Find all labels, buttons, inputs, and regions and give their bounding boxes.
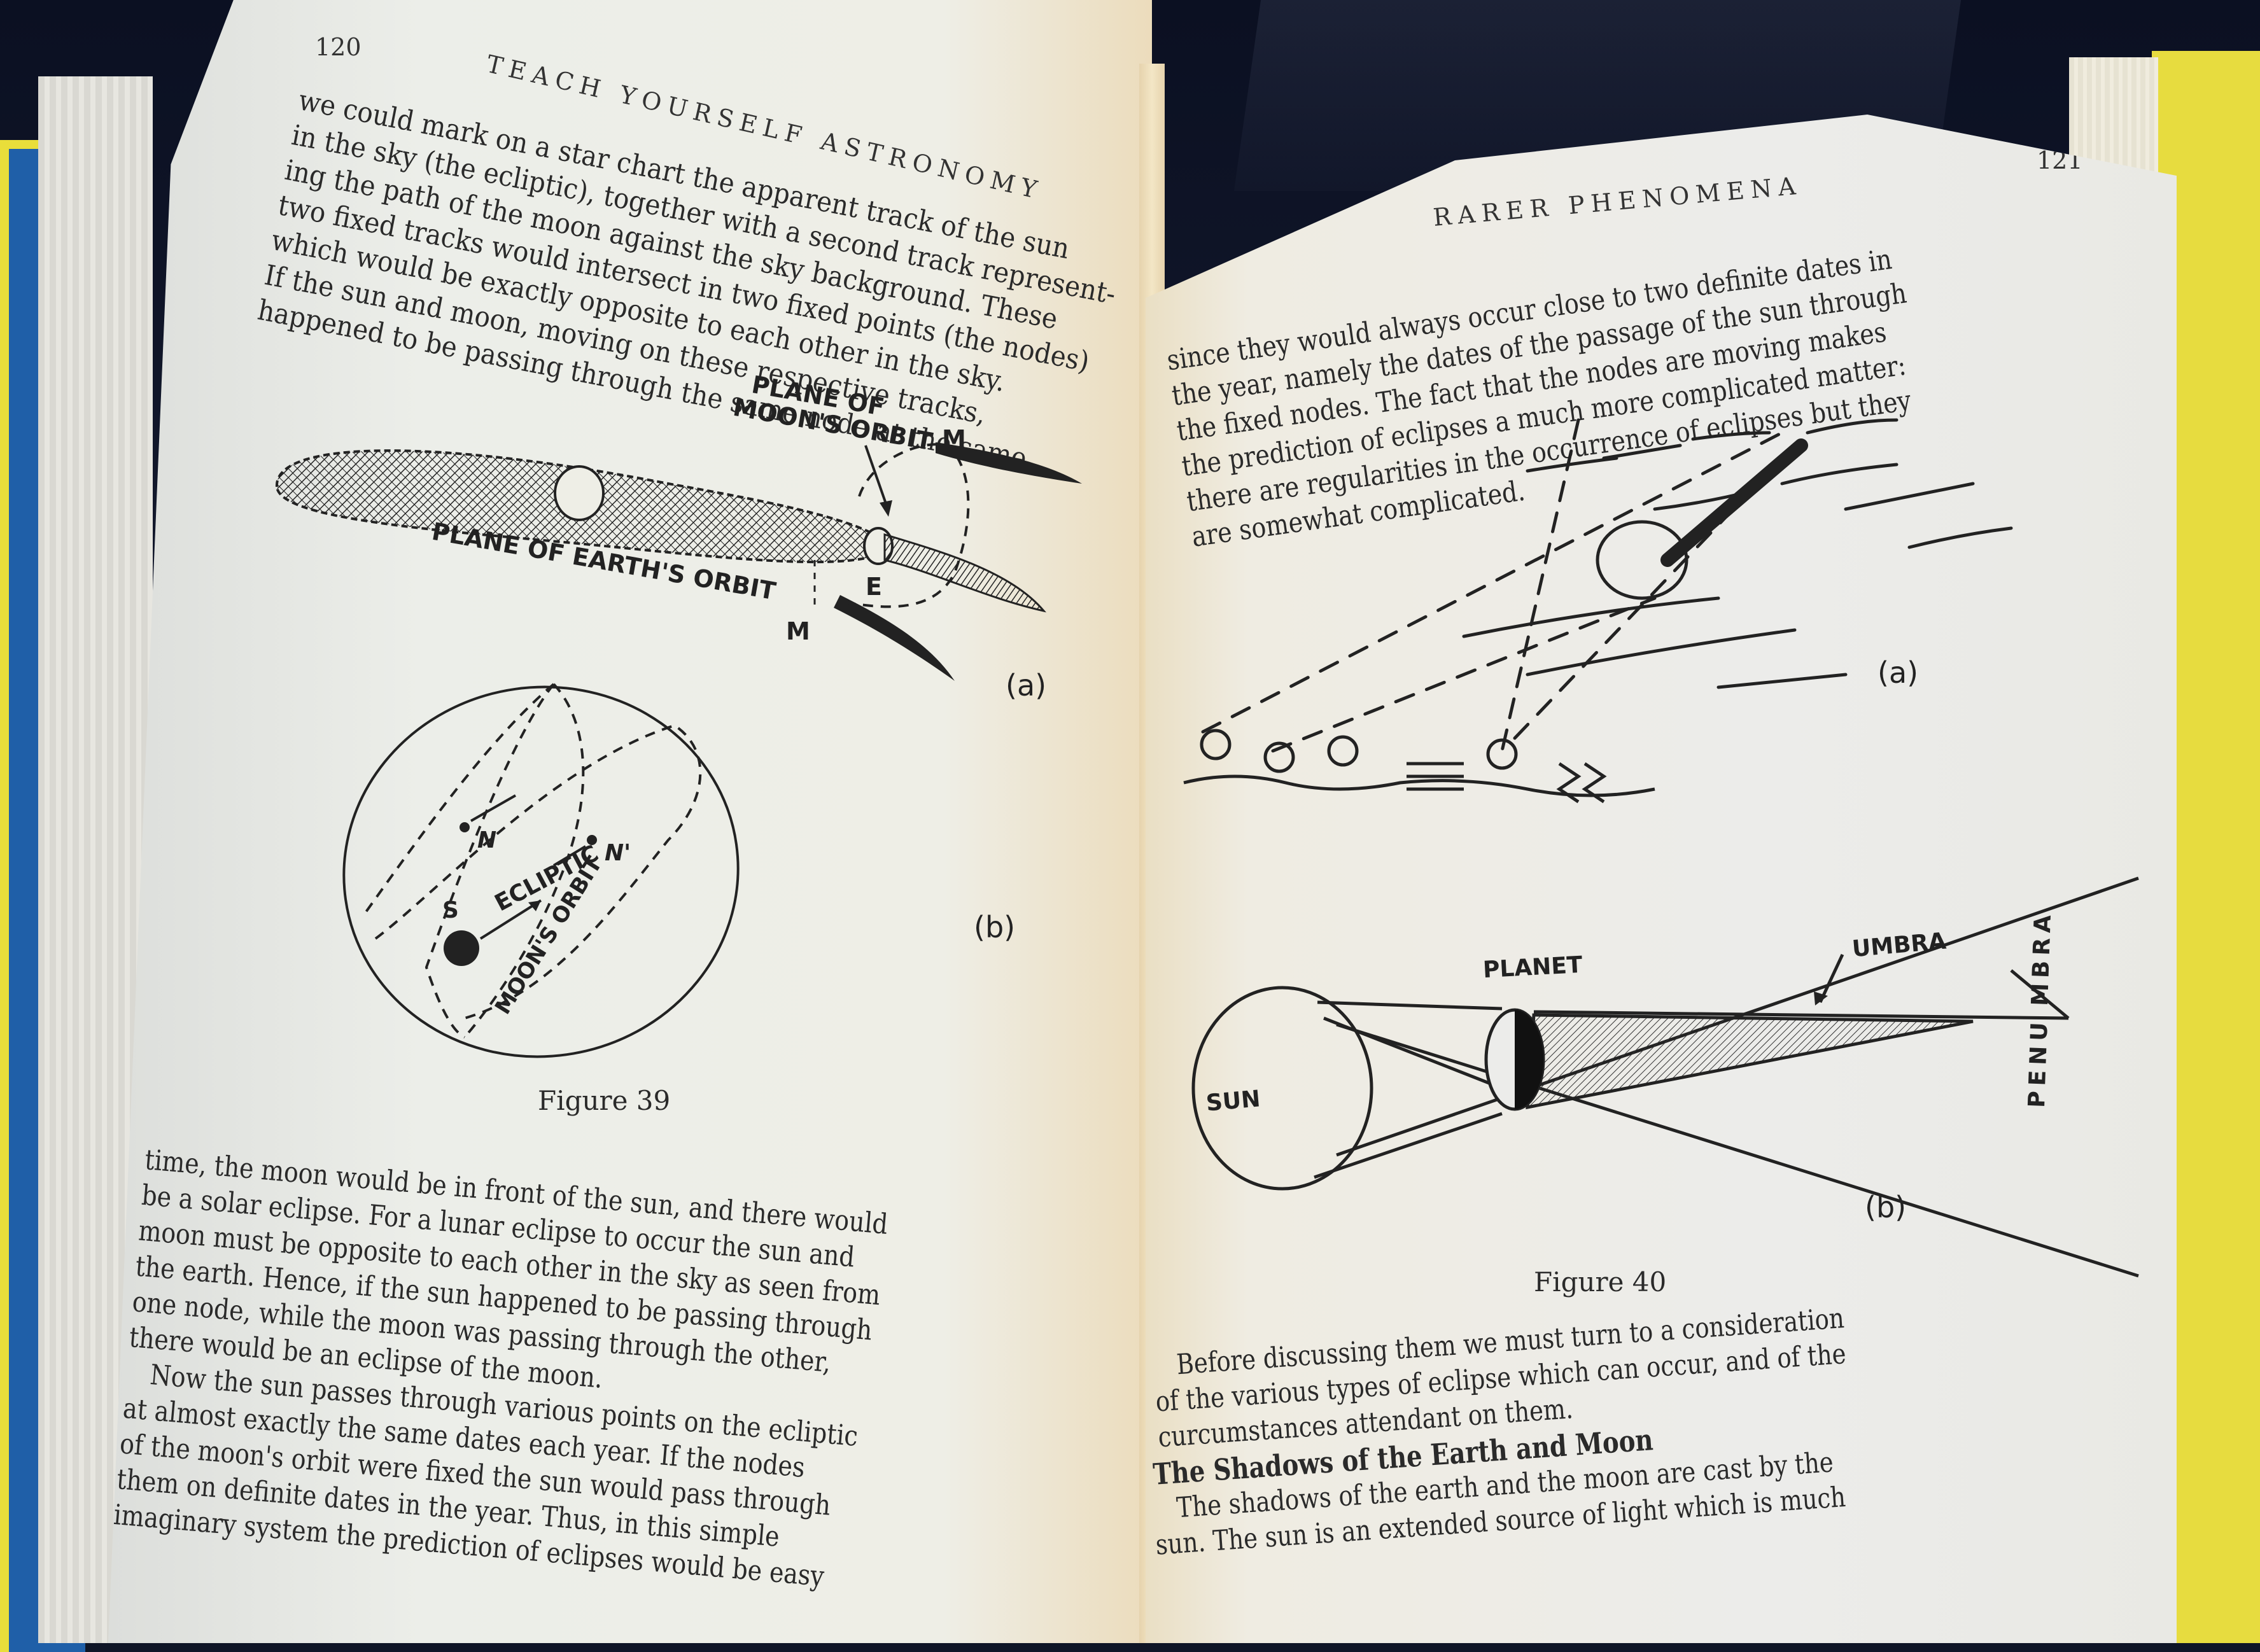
penumbra-label-lower: PENU	[2024, 1016, 2053, 1109]
figure-39a-diagram	[275, 442, 1082, 681]
figure-40a-sketch	[1183, 418, 2013, 804]
bottom-paragraph: time, the moon would be in front of the …	[112, 1142, 889, 1598]
sun-label: SUN	[1205, 1086, 1261, 1117]
figure-39-caption: Figure 39	[538, 1085, 671, 1116]
figure-39b-celestial-sphere	[342, 683, 740, 1058]
figure-40b-shadow-diagram	[1191, 876, 2139, 1278]
panel-a-label: (a)	[1877, 655, 1919, 690]
earth-label-e: E	[866, 573, 882, 601]
right-page: 121 RARER PHENOMENA since they would alw…	[1146, 115, 2177, 1643]
panel-a-label: (a)	[1006, 668, 1047, 703]
left-page: 120 TEACH YOURSELF ASTRONOMY we could ma…	[108, 0, 1152, 1643]
panel-b-label: (b)	[1865, 1190, 1907, 1224]
node-n-prime-label: N'	[605, 840, 631, 866]
panel-b-label: (b)	[974, 910, 1016, 944]
page-number: 120	[315, 33, 361, 61]
figure-40-caption: Figure 40	[1534, 1266, 1667, 1298]
sun-s-label: S	[442, 897, 459, 923]
node-n-label: N	[477, 827, 497, 853]
penumbra-label-upper: MBRA	[2027, 909, 2057, 1007]
moon-label-m: M	[786, 617, 810, 645]
moon-label-m: M	[942, 425, 966, 453]
planet-label: PLANET	[1482, 951, 1583, 984]
